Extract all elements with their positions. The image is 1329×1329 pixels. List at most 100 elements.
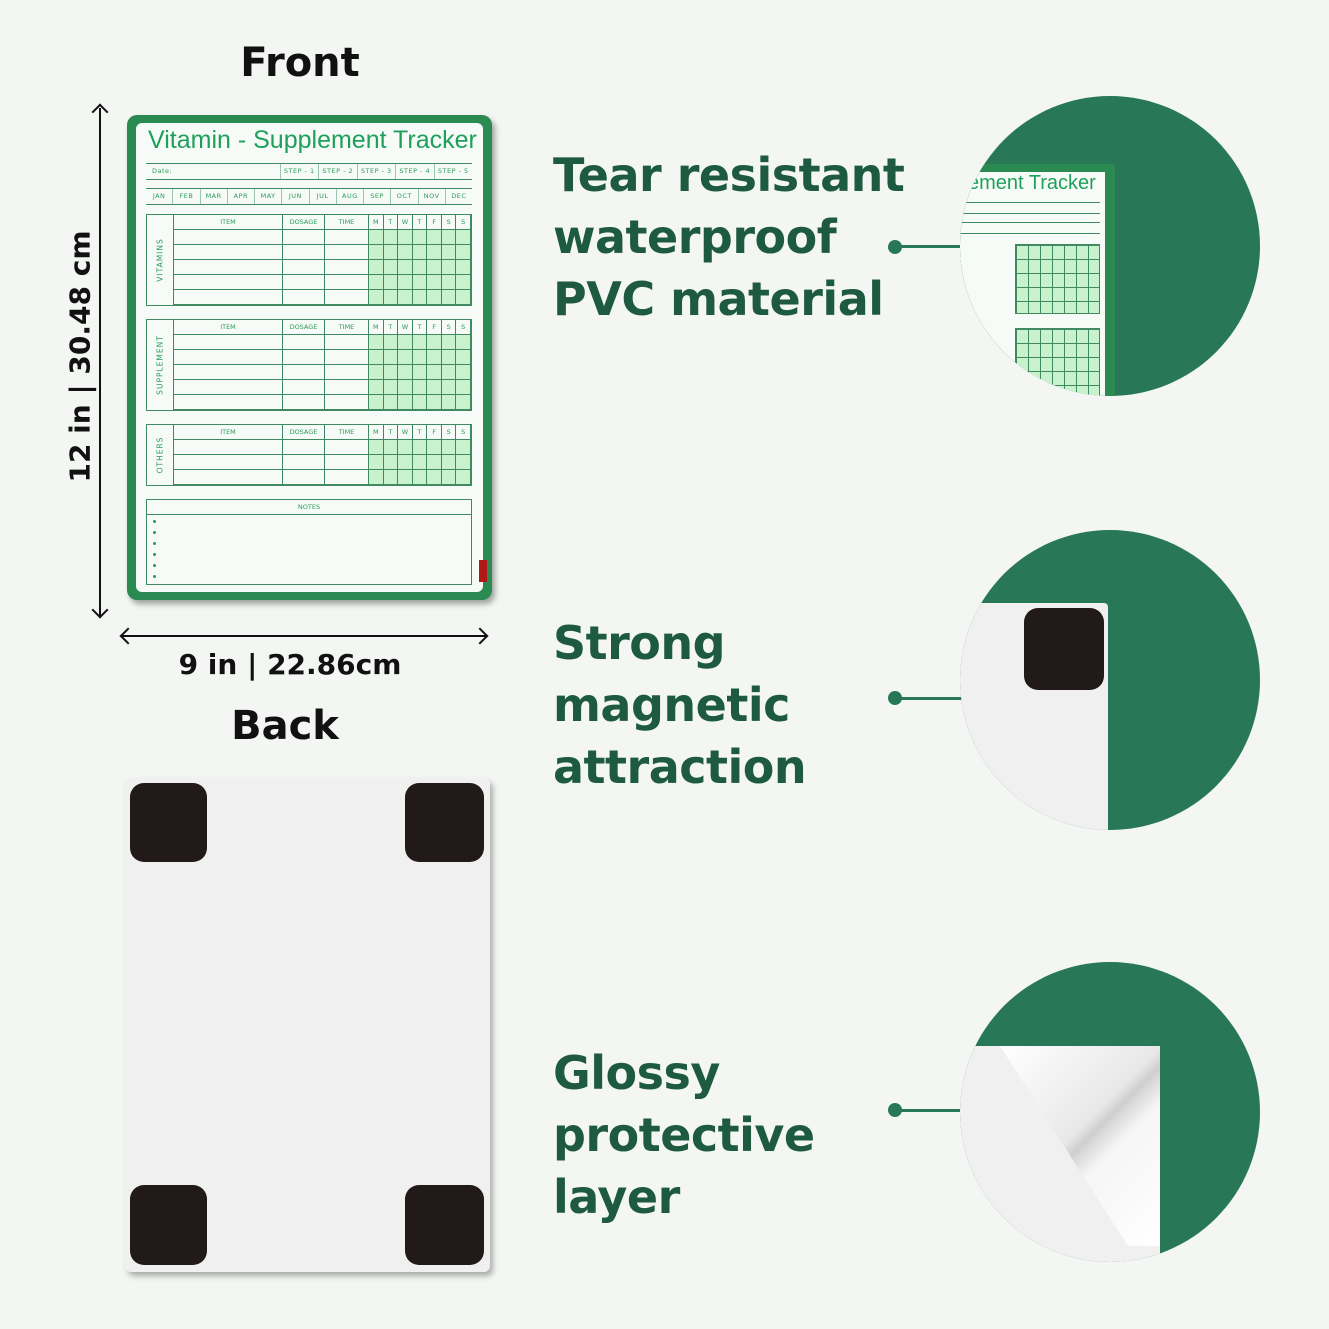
checkbox-cell[interactable] bbox=[369, 455, 384, 470]
entry-cell[interactable] bbox=[325, 350, 369, 365]
checkbox-cell[interactable] bbox=[383, 395, 399, 410]
entry-cell[interactable] bbox=[283, 260, 325, 275]
entry-cell[interactable] bbox=[283, 470, 325, 485]
checkbox-cell[interactable] bbox=[369, 260, 384, 275]
checkbox-cell[interactable] bbox=[427, 350, 442, 365]
checkbox-cell[interactable] bbox=[412, 455, 428, 470]
checkbox-cell[interactable] bbox=[383, 335, 399, 350]
entry-cell[interactable] bbox=[174, 380, 283, 395]
entry-cell[interactable] bbox=[325, 275, 369, 290]
entry-cell[interactable] bbox=[325, 455, 369, 470]
checkbox-cell[interactable] bbox=[427, 260, 442, 275]
checkbox-cell[interactable] bbox=[441, 230, 457, 245]
checkbox-cell[interactable] bbox=[398, 395, 413, 410]
checkbox-cell[interactable] bbox=[441, 365, 457, 380]
checkbox-cell[interactable] bbox=[412, 275, 428, 290]
entry-cell[interactable] bbox=[325, 365, 369, 380]
checkbox-cell[interactable] bbox=[398, 290, 413, 305]
checkbox-cell[interactable] bbox=[441, 380, 457, 395]
checkbox-cell[interactable] bbox=[441, 335, 457, 350]
entry-cell[interactable] bbox=[325, 380, 369, 395]
checkbox-cell[interactable] bbox=[383, 260, 399, 275]
checkbox-cell[interactable] bbox=[398, 440, 413, 455]
entry-cell[interactable] bbox=[283, 365, 325, 380]
checkbox-cell[interactable] bbox=[369, 290, 384, 305]
checkbox-cell[interactable] bbox=[441, 245, 457, 260]
checkbox-cell[interactable] bbox=[456, 260, 471, 275]
checkbox-cell[interactable] bbox=[369, 350, 384, 365]
entry-cell[interactable] bbox=[174, 245, 283, 260]
entry-cell[interactable] bbox=[325, 395, 369, 410]
checkbox-cell[interactable] bbox=[412, 245, 428, 260]
checkbox-cell[interactable] bbox=[398, 380, 413, 395]
checkbox-cell[interactable] bbox=[398, 365, 413, 380]
checkbox-cell[interactable] bbox=[427, 335, 442, 350]
checkbox-cell[interactable] bbox=[427, 455, 442, 470]
entry-cell[interactable] bbox=[283, 290, 325, 305]
checkbox-cell[interactable] bbox=[398, 335, 413, 350]
entry-cell[interactable] bbox=[174, 290, 283, 305]
entry-cell[interactable] bbox=[325, 470, 369, 485]
checkbox-cell[interactable] bbox=[383, 230, 399, 245]
checkbox-cell[interactable] bbox=[456, 275, 471, 290]
checkbox-cell[interactable] bbox=[369, 245, 384, 260]
checkbox-cell[interactable] bbox=[369, 395, 384, 410]
entry-cell[interactable] bbox=[325, 245, 369, 260]
checkbox-cell[interactable] bbox=[427, 470, 442, 485]
entry-cell[interactable] bbox=[174, 335, 283, 350]
checkbox-cell[interactable] bbox=[383, 275, 399, 290]
entry-cell[interactable] bbox=[174, 275, 283, 290]
checkbox-cell[interactable] bbox=[383, 365, 399, 380]
checkbox-cell[interactable] bbox=[412, 260, 428, 275]
checkbox-cell[interactable] bbox=[398, 260, 413, 275]
checkbox-cell[interactable] bbox=[456, 470, 471, 485]
checkbox-cell[interactable] bbox=[412, 335, 428, 350]
entry-cell[interactable] bbox=[325, 260, 369, 275]
entry-cell[interactable] bbox=[174, 440, 283, 455]
entry-cell[interactable] bbox=[174, 395, 283, 410]
checkbox-cell[interactable] bbox=[398, 455, 413, 470]
entry-cell[interactable] bbox=[325, 440, 369, 455]
entry-cell[interactable] bbox=[174, 350, 283, 365]
checkbox-cell[interactable] bbox=[412, 395, 428, 410]
checkbox-cell[interactable] bbox=[456, 290, 471, 305]
checkbox-cell[interactable] bbox=[441, 395, 457, 410]
checkbox-cell[interactable] bbox=[383, 245, 399, 260]
checkbox-cell[interactable] bbox=[441, 470, 457, 485]
checkbox-cell[interactable] bbox=[441, 455, 457, 470]
checkbox-cell[interactable] bbox=[383, 350, 399, 365]
checkbox-cell[interactable] bbox=[383, 380, 399, 395]
checkbox-cell[interactable] bbox=[427, 395, 442, 410]
checkbox-cell[interactable] bbox=[456, 230, 471, 245]
entry-cell[interactable] bbox=[325, 335, 369, 350]
entry-cell[interactable] bbox=[325, 290, 369, 305]
checkbox-cell[interactable] bbox=[383, 290, 399, 305]
checkbox-cell[interactable] bbox=[427, 230, 442, 245]
checkbox-cell[interactable] bbox=[398, 230, 413, 245]
checkbox-cell[interactable] bbox=[369, 335, 384, 350]
entry-cell[interactable] bbox=[283, 395, 325, 410]
checkbox-cell[interactable] bbox=[427, 275, 442, 290]
checkbox-cell[interactable] bbox=[398, 275, 413, 290]
entry-cell[interactable] bbox=[283, 230, 325, 245]
entry-cell[interactable] bbox=[283, 275, 325, 290]
checkbox-cell[interactable] bbox=[412, 470, 428, 485]
entry-cell[interactable] bbox=[325, 230, 369, 245]
checkbox-cell[interactable] bbox=[369, 440, 384, 455]
checkbox-cell[interactable] bbox=[369, 275, 384, 290]
checkbox-cell[interactable] bbox=[456, 455, 471, 470]
entry-cell[interactable] bbox=[174, 260, 283, 275]
checkbox-cell[interactable] bbox=[456, 350, 471, 365]
checkbox-cell[interactable] bbox=[398, 350, 413, 365]
entry-cell[interactable] bbox=[283, 455, 325, 470]
entry-cell[interactable] bbox=[174, 470, 283, 485]
checkbox-cell[interactable] bbox=[412, 440, 428, 455]
checkbox-cell[interactable] bbox=[456, 380, 471, 395]
checkbox-cell[interactable] bbox=[369, 380, 384, 395]
checkbox-cell[interactable] bbox=[398, 245, 413, 260]
entry-cell[interactable] bbox=[174, 455, 283, 470]
checkbox-cell[interactable] bbox=[412, 230, 428, 245]
entry-cell[interactable] bbox=[174, 365, 283, 380]
checkbox-cell[interactable] bbox=[412, 350, 428, 365]
checkbox-cell[interactable] bbox=[456, 365, 471, 380]
